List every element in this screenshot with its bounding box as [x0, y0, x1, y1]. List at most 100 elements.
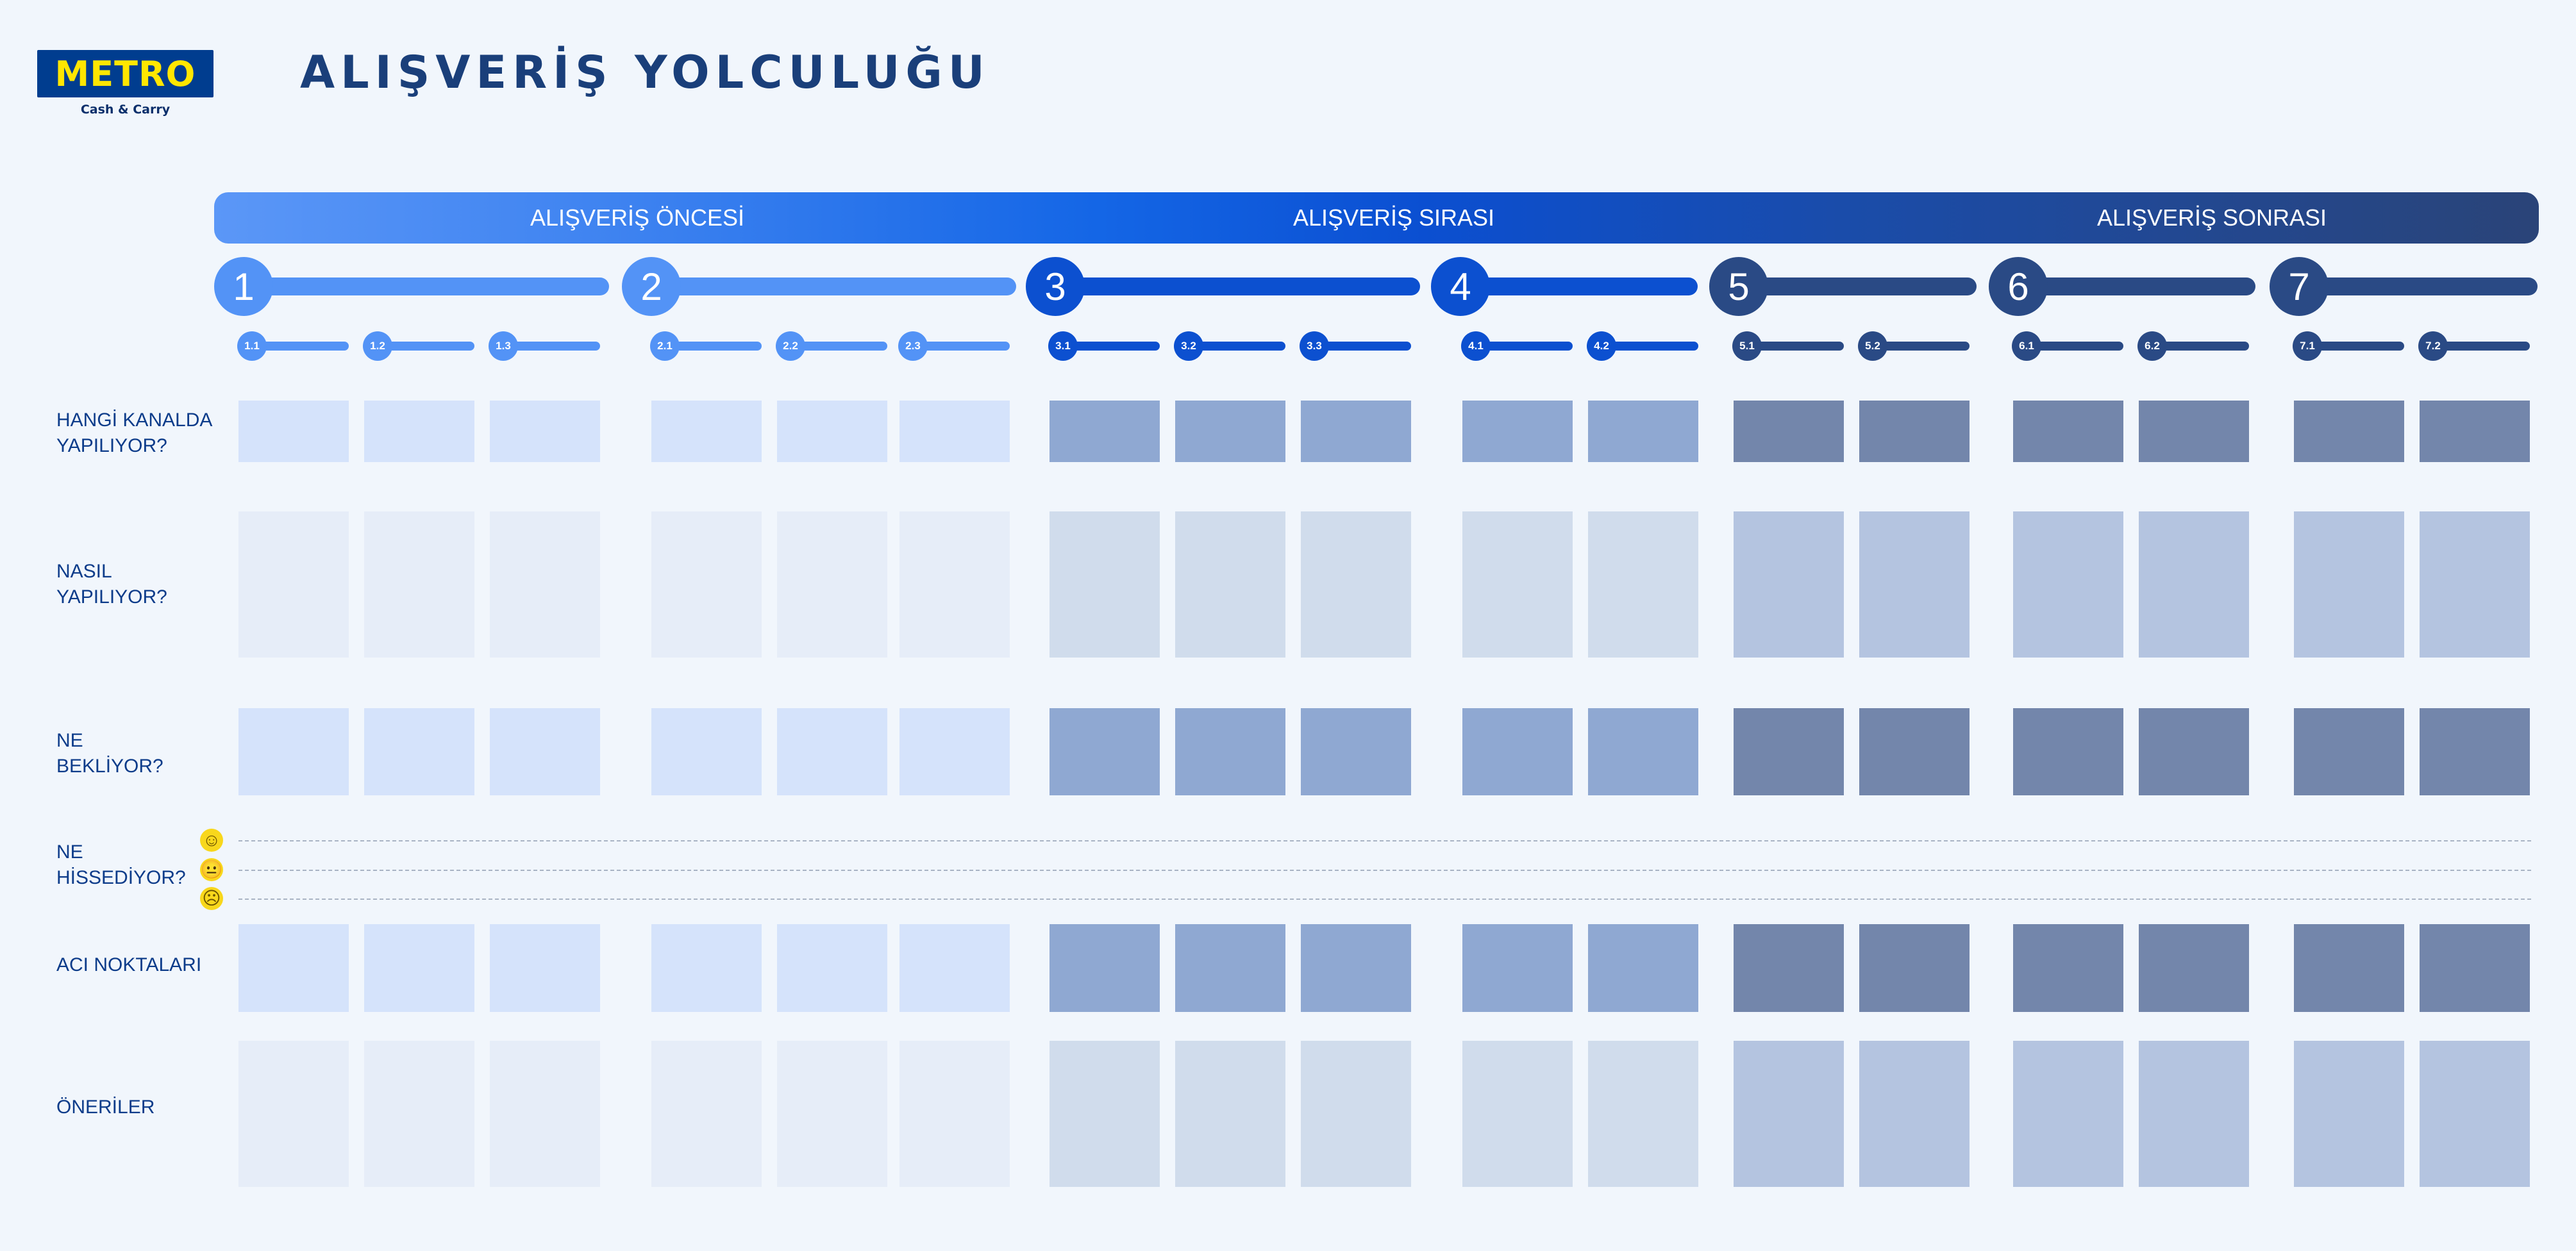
stage-bar-3	[1055, 278, 1420, 295]
phase-label-after: ALIŞVERİŞ SONRASI	[2096, 204, 2327, 231]
cell-row3-7.2[interactable]	[2420, 708, 2530, 795]
cell-row1-2.2[interactable]	[777, 401, 887, 462]
cell-row2-3.3[interactable]	[1301, 511, 1411, 658]
substep-marker-5.2: 5.2	[1858, 331, 1887, 361]
cell-row5-3.1[interactable]	[1050, 924, 1160, 1012]
cell-row6-3.1[interactable]	[1050, 1041, 1160, 1187]
cell-row1-5.1[interactable]	[1734, 401, 1844, 462]
cell-row6-1.3[interactable]	[490, 1041, 600, 1187]
cell-row1-6.1[interactable]	[2013, 401, 2123, 462]
cell-row2-7.2[interactable]	[2420, 511, 2530, 658]
cell-row1-4.2[interactable]	[1588, 401, 1698, 462]
cell-row5-6.1[interactable]	[2013, 924, 2123, 1012]
cell-row2-4.2[interactable]	[1588, 511, 1698, 658]
cell-row3-3.1[interactable]	[1050, 708, 1160, 795]
cell-row2-3.1[interactable]	[1050, 511, 1160, 658]
cell-row3-6.2[interactable]	[2139, 708, 2249, 795]
cell-row3-2.1[interactable]	[651, 708, 762, 795]
cell-row3-4.2[interactable]	[1588, 708, 1698, 795]
substep-bar-1.3	[496, 342, 600, 351]
cell-row2-6.2[interactable]	[2139, 511, 2249, 658]
cell-row3-5.2[interactable]	[1859, 708, 1970, 795]
cell-row1-7.1[interactable]	[2294, 401, 2404, 462]
cell-row5-3.2[interactable]	[1175, 924, 1285, 1012]
cell-row2-7.1[interactable]	[2294, 511, 2404, 658]
cell-row2-6.1[interactable]	[2013, 511, 2123, 658]
cell-row2-4.1[interactable]	[1462, 511, 1573, 658]
cell-row5-4.2[interactable]	[1588, 924, 1698, 1012]
cell-row3-3.2[interactable]	[1175, 708, 1285, 795]
cell-row5-1.1[interactable]	[238, 924, 349, 1012]
cell-row2-1.3[interactable]	[490, 511, 600, 658]
cell-row6-3.2[interactable]	[1175, 1041, 1285, 1187]
cell-row6-2.3[interactable]	[899, 1041, 1010, 1187]
cell-row5-6.2[interactable]	[2139, 924, 2249, 1012]
cell-row5-2.1[interactable]	[651, 924, 762, 1012]
cell-row6-6.2[interactable]	[2139, 1041, 2249, 1187]
cell-row3-5.1[interactable]	[1734, 708, 1844, 795]
substep-marker-7.2: 7.2	[2418, 331, 2448, 361]
substep-bar-4.2	[1594, 342, 1698, 351]
substep-marker-7.1: 7.1	[2293, 331, 2322, 361]
cell-row6-2.2[interactable]	[777, 1041, 887, 1187]
cell-row3-1.2[interactable]	[364, 708, 474, 795]
stage-number-3: 3	[1026, 257, 1085, 316]
substep-marker-2.1: 2.1	[650, 331, 680, 361]
cell-row5-2.2[interactable]	[777, 924, 887, 1012]
cell-row3-1.1[interactable]	[238, 708, 349, 795]
cell-row6-3.3[interactable]	[1301, 1041, 1411, 1187]
cell-row6-6.1[interactable]	[2013, 1041, 2123, 1187]
cell-row1-1.1[interactable]	[238, 401, 349, 462]
cell-row1-1.2[interactable]	[364, 401, 474, 462]
cell-row3-4.1[interactable]	[1462, 708, 1573, 795]
cell-row5-3.3[interactable]	[1301, 924, 1411, 1012]
cell-row6-4.2[interactable]	[1588, 1041, 1698, 1187]
cell-row6-7.2[interactable]	[2420, 1041, 2530, 1187]
cell-row2-1.2[interactable]	[364, 511, 474, 658]
cell-row5-2.3[interactable]	[899, 924, 1010, 1012]
cell-row6-4.1[interactable]	[1462, 1041, 1573, 1187]
cell-row6-5.2[interactable]	[1859, 1041, 1970, 1187]
cell-row2-5.2[interactable]	[1859, 511, 1970, 658]
cell-row6-5.1[interactable]	[1734, 1041, 1844, 1187]
stage-number-4: 4	[1431, 257, 1490, 316]
cell-row2-2.2[interactable]	[777, 511, 887, 658]
cell-row5-4.1[interactable]	[1462, 924, 1573, 1012]
cell-row6-1.2[interactable]	[364, 1041, 474, 1187]
substep-bar-4.1	[1469, 342, 1573, 351]
cell-row5-1.3[interactable]	[490, 924, 600, 1012]
cell-row6-2.1[interactable]	[651, 1041, 762, 1187]
cell-row1-7.2[interactable]	[2420, 401, 2530, 462]
cell-row3-1.3[interactable]	[490, 708, 600, 795]
cell-row1-2.3[interactable]	[899, 401, 1010, 462]
cell-row5-7.1[interactable]	[2294, 924, 2404, 1012]
cell-row2-1.1[interactable]	[238, 511, 349, 658]
cell-row1-3.1[interactable]	[1050, 401, 1160, 462]
cell-row5-1.2[interactable]	[364, 924, 474, 1012]
cell-row1-3.2[interactable]	[1175, 401, 1285, 462]
cell-row1-1.3[interactable]	[490, 401, 600, 462]
cell-row6-7.1[interactable]	[2294, 1041, 2404, 1187]
cell-row1-5.2[interactable]	[1859, 401, 1970, 462]
cell-row3-3.3[interactable]	[1301, 708, 1411, 795]
cell-row5-5.1[interactable]	[1734, 924, 1844, 1012]
cell-row3-2.2[interactable]	[777, 708, 887, 795]
cell-row2-2.1[interactable]	[651, 511, 762, 658]
phase-label-during: ALIŞVERİŞ SIRASI	[1292, 204, 1495, 231]
cell-row2-5.1[interactable]	[1734, 511, 1844, 658]
cell-row3-7.1[interactable]	[2294, 708, 2404, 795]
cell-row2-2.3[interactable]	[899, 511, 1010, 658]
cell-row3-2.3[interactable]	[899, 708, 1010, 795]
cell-row1-3.3[interactable]	[1301, 401, 1411, 462]
substep-bar-6.1	[2020, 342, 2123, 351]
cell-row1-6.2[interactable]	[2139, 401, 2249, 462]
cell-row5-7.2[interactable]	[2420, 924, 2530, 1012]
phase-banner	[214, 192, 2539, 244]
cell-row2-3.2[interactable]	[1175, 511, 1285, 658]
cell-row1-2.1[interactable]	[651, 401, 762, 462]
cell-row1-4.1[interactable]	[1462, 401, 1573, 462]
cell-row3-6.1[interactable]	[2013, 708, 2123, 795]
cell-row6-1.1[interactable]	[238, 1041, 349, 1187]
substep-marker-4.2: 4.2	[1587, 331, 1616, 361]
cell-row5-5.2[interactable]	[1859, 924, 1970, 1012]
